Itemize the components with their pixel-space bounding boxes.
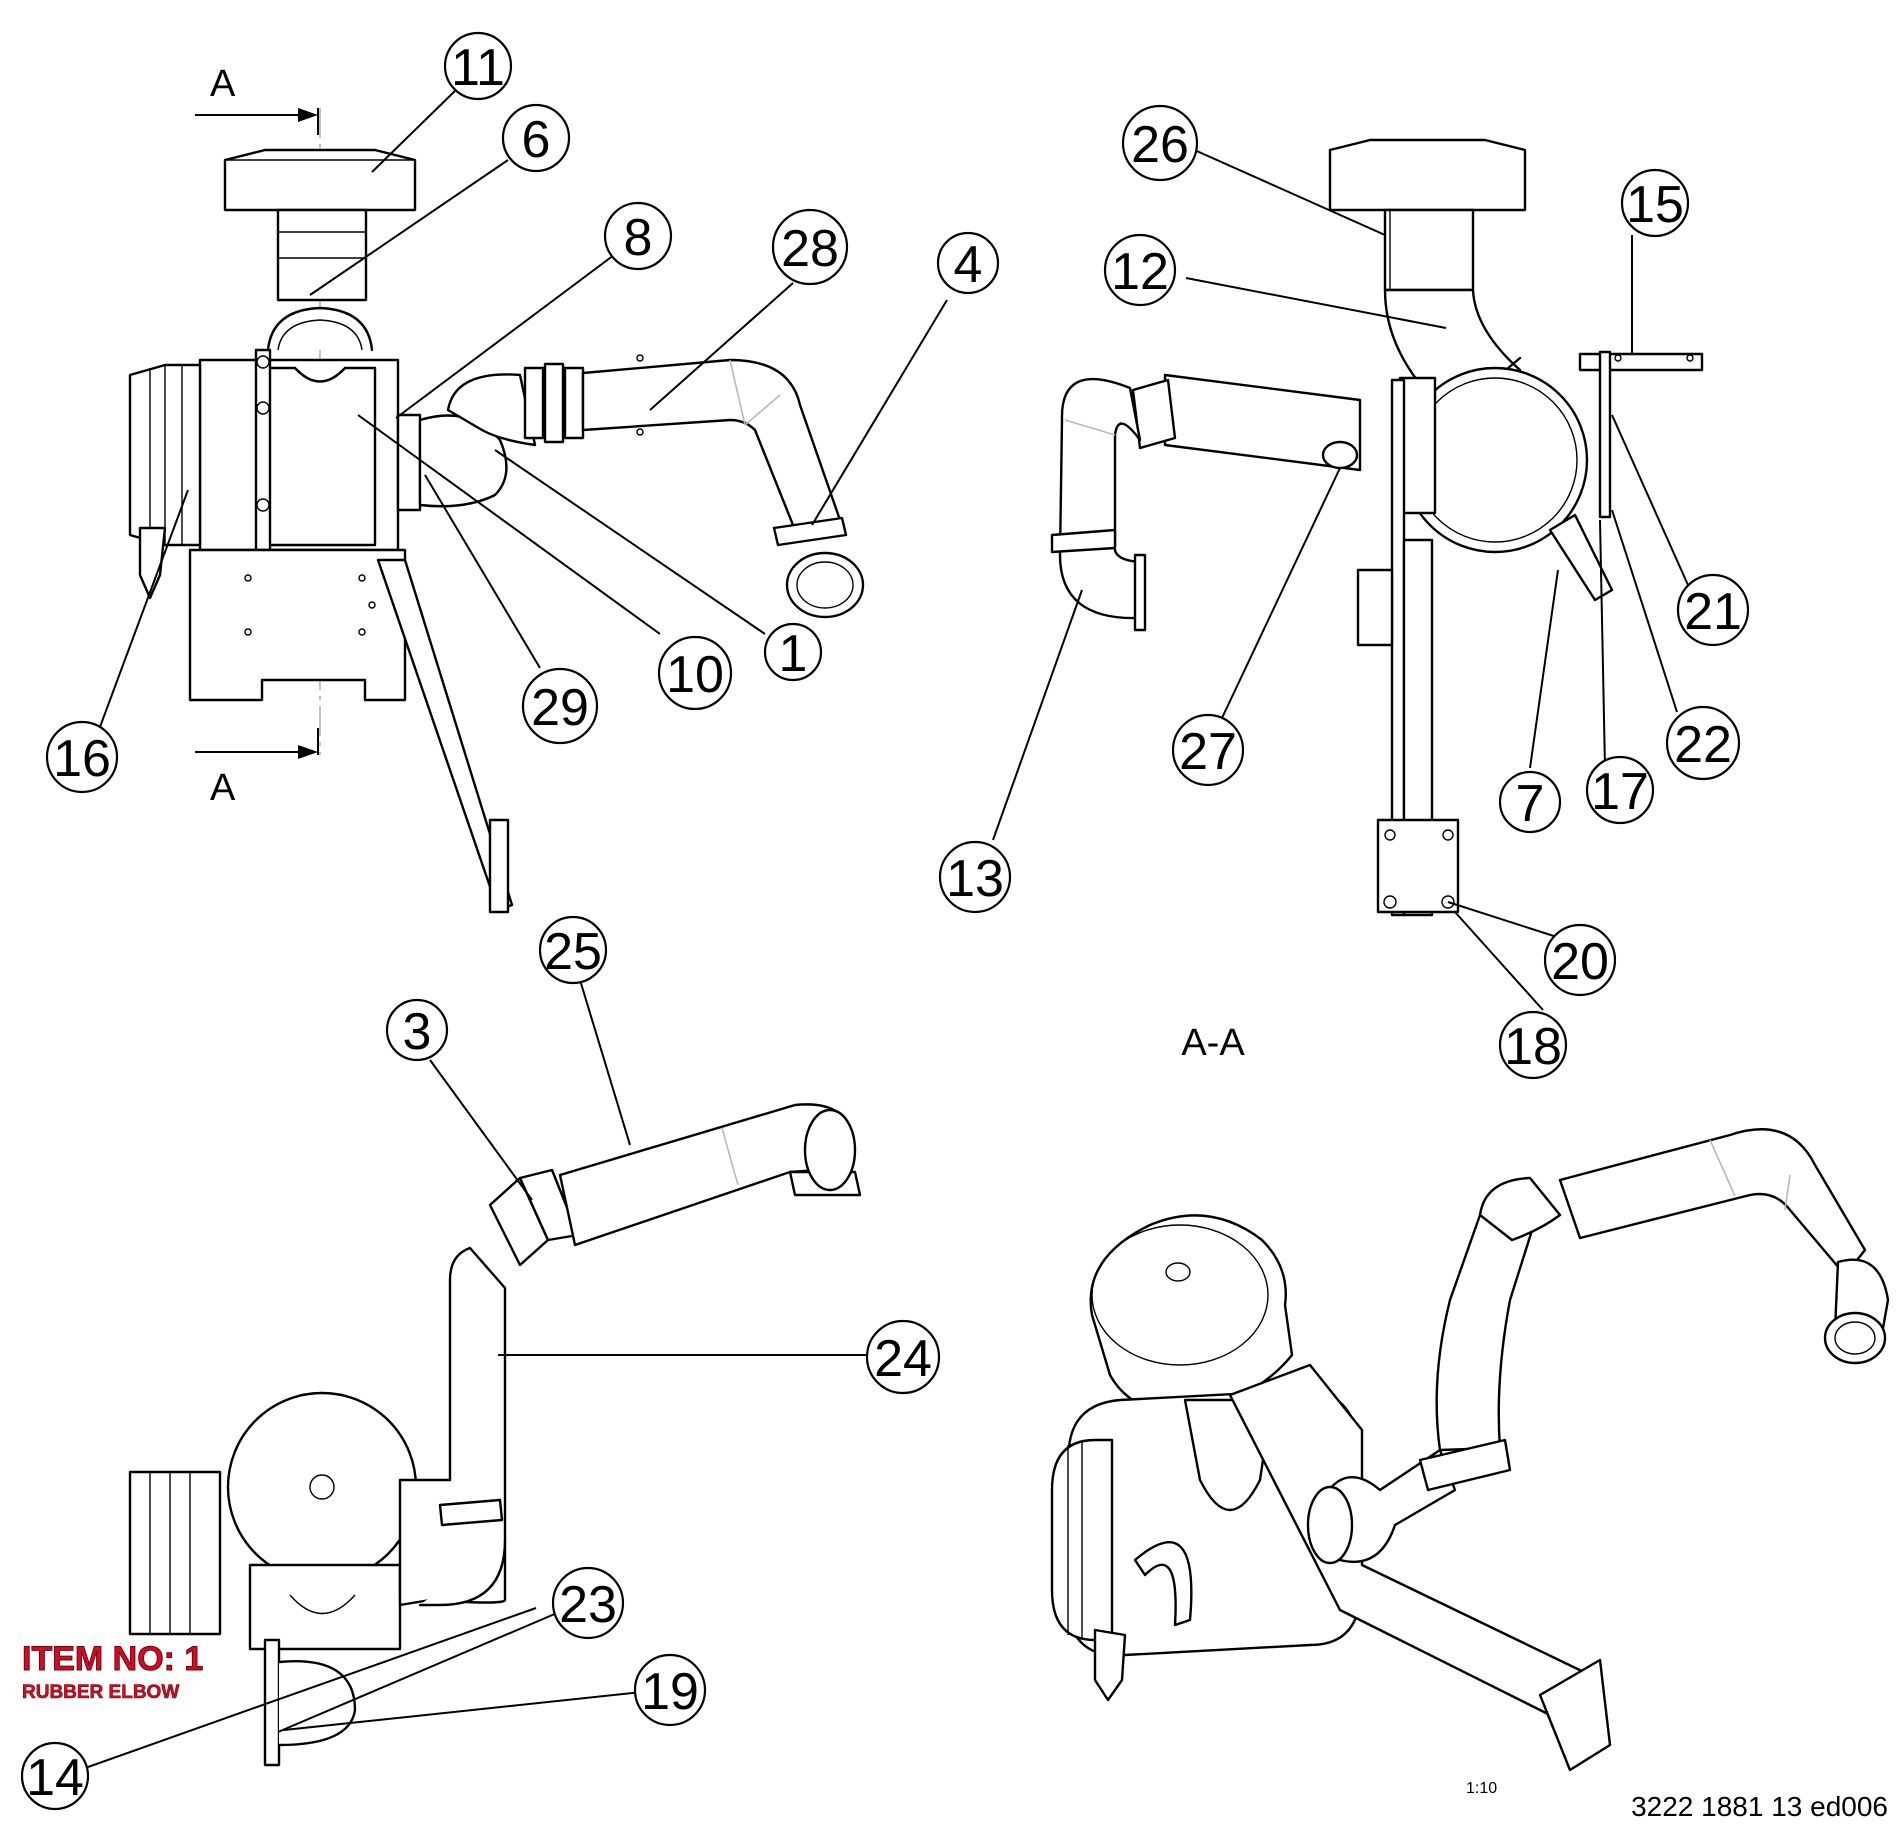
callout-label: 26 — [1131, 116, 1189, 174]
callout-3: 3 — [385, 998, 449, 1062]
callout-19: 19 — [633, 1653, 707, 1727]
top-view — [128, 1103, 862, 1767]
callout-26: 26 — [1121, 104, 1199, 182]
callout-14: 14 — [20, 1741, 90, 1811]
callout-11: 11 — [443, 31, 513, 101]
callout-label: 10 — [666, 646, 724, 704]
callout-label: 12 — [1111, 243, 1169, 301]
callout-16: 16 — [45, 720, 119, 794]
callout-27: 27 — [1171, 713, 1245, 787]
callout-balloons: 11 6 8 28 4 16 29 10 1 26 12 15 21 22 17… — [20, 31, 1750, 1811]
callout-label: 1 — [779, 625, 808, 683]
callout-label: 17 — [1591, 763, 1649, 821]
callout-1: 1 — [763, 622, 823, 683]
callout-8: 8 — [603, 201, 673, 271]
callout-label: 8 — [624, 209, 653, 267]
callout-label: 28 — [781, 220, 839, 278]
callout-29: 29 — [521, 667, 599, 745]
callout-7: 7 — [1498, 770, 1562, 834]
callout-28: 28 — [771, 208, 849, 286]
callout-label: 29 — [531, 679, 589, 737]
callout-23: 23 — [551, 1566, 625, 1640]
callout-label: 19 — [641, 1663, 699, 1721]
callout-label: 3 — [403, 1003, 432, 1061]
callout-6: 6 — [501, 103, 571, 173]
callout-label: 11 — [451, 39, 505, 97]
highlight-item-number: ITEM NO: 1 — [22, 1640, 203, 1678]
callout-label: 27 — [1179, 723, 1237, 781]
callout-13: 13 — [938, 840, 1012, 914]
section-mark-bottom: A — [210, 767, 236, 809]
callout-24: 24 — [865, 1319, 941, 1395]
callout-label: 13 — [946, 850, 1004, 908]
highlight-item-description: RUBBER ELBOW — [22, 1682, 179, 1703]
callout-label: 24 — [874, 1330, 932, 1388]
callout-label: 7 — [1516, 775, 1545, 833]
callout-10: 10 — [657, 635, 733, 711]
callout-label: 23 — [559, 1576, 617, 1634]
front-view — [128, 108, 865, 914]
callout-22: 22 — [1665, 705, 1741, 781]
callout-25: 25 — [538, 915, 608, 985]
callout-label: 18 — [1504, 1018, 1562, 1076]
callout-4: 4 — [936, 231, 1000, 295]
callout-15: 15 — [1620, 168, 1690, 238]
scale-label: 1:10 — [1466, 1780, 1497, 1797]
view-title: A-A — [1181, 1022, 1245, 1064]
callout-label: 22 — [1674, 716, 1732, 774]
callout-17: 17 — [1585, 755, 1655, 825]
callout-label: 16 — [53, 730, 111, 788]
callout-label: 14 — [26, 1749, 84, 1807]
callout-label: 25 — [544, 923, 602, 981]
callout-label: 6 — [522, 111, 551, 169]
callout-18: 18 — [1498, 1010, 1568, 1080]
callout-label: 21 — [1684, 583, 1742, 641]
leader-lines — [87, 87, 1689, 1768]
callout-20: 20 — [1543, 923, 1617, 997]
callout-label: 4 — [954, 236, 983, 294]
callout-12: 12 — [1103, 233, 1177, 307]
document-number: 3222 1881 13 ed006 — [1631, 1791, 1888, 1822]
isometric-view — [1050, 1128, 1890, 1772]
callout-label: 20 — [1551, 933, 1609, 991]
callout-label: 15 — [1626, 176, 1684, 234]
section-mark-top: A — [210, 63, 236, 105]
callout-21: 21 — [1676, 573, 1750, 647]
